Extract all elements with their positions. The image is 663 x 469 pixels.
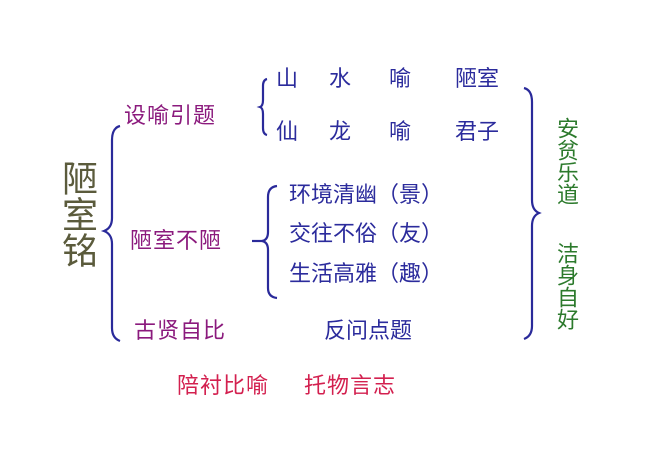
conclusion-line-1: 安贫乐道 — [553, 117, 578, 205]
conclusion-line-2: 洁身自好 — [553, 242, 578, 330]
row2-char-c: 喻 — [389, 120, 412, 145]
branch1-label: 设喻引题 — [124, 104, 217, 129]
row1-char-c: 喻 — [389, 67, 412, 92]
technique-2: 托物言志 — [304, 374, 397, 399]
row2-char-d: 君子 — [455, 120, 500, 145]
row1-char-d: 陋室 — [455, 67, 500, 92]
branch3-detail: 反问点题 — [324, 319, 413, 344]
branch2-item-1: 环境清幽（景） — [289, 183, 444, 208]
branch2-item-3: 生活高雅（趣） — [289, 262, 444, 287]
diagram-title: 陋室铭 — [56, 160, 97, 268]
row1-char-a: 山 — [276, 67, 299, 92]
technique-1: 陪衬比喻 — [177, 374, 270, 399]
main-left-brace-icon — [100, 124, 121, 343]
branch2-item-2: 交往不俗（友） — [289, 222, 444, 247]
branch2-label: 陋室不陋 — [130, 229, 223, 254]
row2-char-a: 仙 — [276, 120, 299, 145]
branch3-label: 古贤自比 — [134, 319, 227, 344]
row2-char-b: 龙 — [329, 120, 352, 145]
branch2-brace-icon — [261, 184, 278, 300]
branch1-brace-icon — [256, 77, 268, 137]
conclusion-right-brace-icon — [523, 86, 542, 341]
row1-char-b: 水 — [329, 67, 352, 92]
